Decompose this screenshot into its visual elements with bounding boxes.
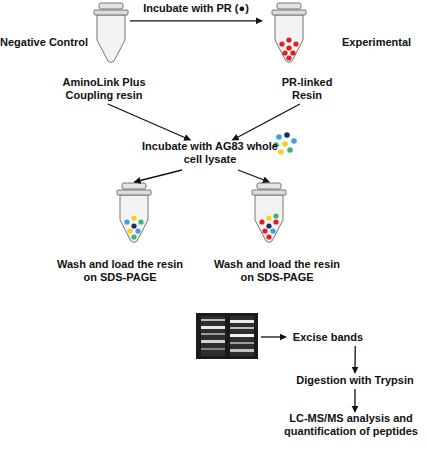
tube-cap bbox=[257, 183, 281, 189]
resin-bead bbox=[124, 219, 129, 224]
step-label: Negative Control bbox=[0, 36, 92, 49]
protein-bead bbox=[276, 134, 282, 140]
step-label: Wash and load the resin on SDS-PAGE bbox=[55, 258, 185, 284]
process-step: Negative ControlAminoLink Plus Coupling … bbox=[0, 0, 130, 104]
resin-bead bbox=[293, 41, 298, 46]
step-label: PR-linked Resin bbox=[272, 76, 342, 102]
tube-rim bbox=[117, 190, 151, 195]
flow-arrow bbox=[354, 346, 356, 373]
flow-arrow bbox=[232, 104, 300, 140]
resin-bead bbox=[138, 219, 143, 224]
process-step: Excise bands bbox=[288, 330, 368, 346]
gel-band bbox=[230, 349, 254, 352]
process-step: LC-MS/MS analysis and quantification of … bbox=[275, 412, 427, 442]
tube-body bbox=[275, 15, 303, 63]
step-label: Incubate with AG83 whole cell lysate bbox=[140, 140, 280, 166]
step-label: Digestion with Trypsin bbox=[285, 374, 425, 387]
tube-body bbox=[97, 15, 125, 63]
resin-bead bbox=[266, 223, 271, 228]
step-label: LC-MS/MS analysis and quantification of … bbox=[275, 412, 427, 438]
resin-bead bbox=[290, 50, 295, 55]
gel-background bbox=[196, 313, 258, 359]
gel-lane bbox=[230, 316, 254, 356]
tube-body bbox=[255, 195, 283, 243]
tube-body bbox=[120, 195, 148, 243]
resin-bead bbox=[135, 228, 140, 233]
flow-arrow bbox=[354, 389, 355, 412]
process-step: ExperimentalPR-linked Resin bbox=[262, 0, 427, 104]
protein-bead bbox=[282, 141, 288, 147]
tube-rim bbox=[252, 190, 286, 195]
gel-image bbox=[196, 313, 258, 359]
step-label: Wash and load the resin on SDS-PAGE bbox=[212, 258, 342, 284]
tube-rim bbox=[272, 10, 306, 15]
resin-bead bbox=[273, 213, 278, 218]
tube-illustration bbox=[250, 182, 288, 244]
flow-arrow bbox=[130, 20, 262, 21]
resin-bead bbox=[286, 45, 291, 50]
gel-band bbox=[230, 334, 254, 337]
gel-band bbox=[230, 320, 254, 323]
protein-bead bbox=[287, 147, 293, 153]
resin-bead bbox=[266, 234, 271, 239]
arrow-label: Incubate with PR (●) bbox=[121, 2, 271, 14]
resin-bead bbox=[259, 219, 264, 224]
gel-band bbox=[201, 333, 225, 335]
flow-arrow bbox=[134, 170, 182, 182]
process-step: Wash and load the resin on SDS-PAGE bbox=[212, 182, 342, 288]
resin-bead bbox=[279, 41, 284, 46]
gel-band bbox=[201, 348, 225, 350]
resin-bead bbox=[286, 55, 291, 60]
resin-bead bbox=[282, 50, 287, 55]
flow-arrow bbox=[108, 104, 190, 140]
resin-bead bbox=[131, 223, 136, 228]
protein-bead bbox=[284, 132, 290, 138]
flow-arrow bbox=[238, 170, 269, 182]
gel-band bbox=[201, 326, 225, 329]
tube-illustration bbox=[92, 2, 130, 64]
gel-band bbox=[230, 342, 254, 344]
resin-bead bbox=[270, 228, 275, 233]
step-label: Experimental bbox=[342, 36, 426, 49]
step-label: AminoLink Plus Coupling resin bbox=[52, 76, 156, 102]
gel-arrow bbox=[261, 336, 286, 337]
process-step: Wash and load the resin on SDS-PAGE bbox=[55, 182, 185, 288]
tube-rim bbox=[94, 10, 128, 15]
step-label: Excise bands bbox=[288, 331, 368, 344]
resin-bead bbox=[273, 219, 278, 224]
gel-band bbox=[201, 340, 225, 343]
tube-cap bbox=[277, 3, 301, 9]
tube-illustration bbox=[270, 2, 308, 64]
protein-bead bbox=[291, 138, 297, 144]
resin-bead bbox=[286, 37, 291, 42]
tube-cap bbox=[122, 183, 146, 189]
resin-bead bbox=[131, 215, 136, 220]
resin-bead bbox=[262, 228, 267, 233]
tube-cap bbox=[99, 3, 123, 9]
gel-band bbox=[201, 319, 225, 321]
tube-illustration bbox=[115, 182, 153, 244]
resin-bead bbox=[131, 234, 136, 239]
process-step: Digestion with Trypsin bbox=[285, 373, 425, 389]
resin-bead bbox=[127, 228, 132, 233]
gel-lane bbox=[201, 316, 225, 356]
process-step: Incubate with AG83 whole cell lysate bbox=[140, 140, 280, 170]
gel-band bbox=[230, 327, 254, 329]
resin-bead bbox=[266, 215, 271, 220]
protein-bead bbox=[278, 149, 284, 155]
